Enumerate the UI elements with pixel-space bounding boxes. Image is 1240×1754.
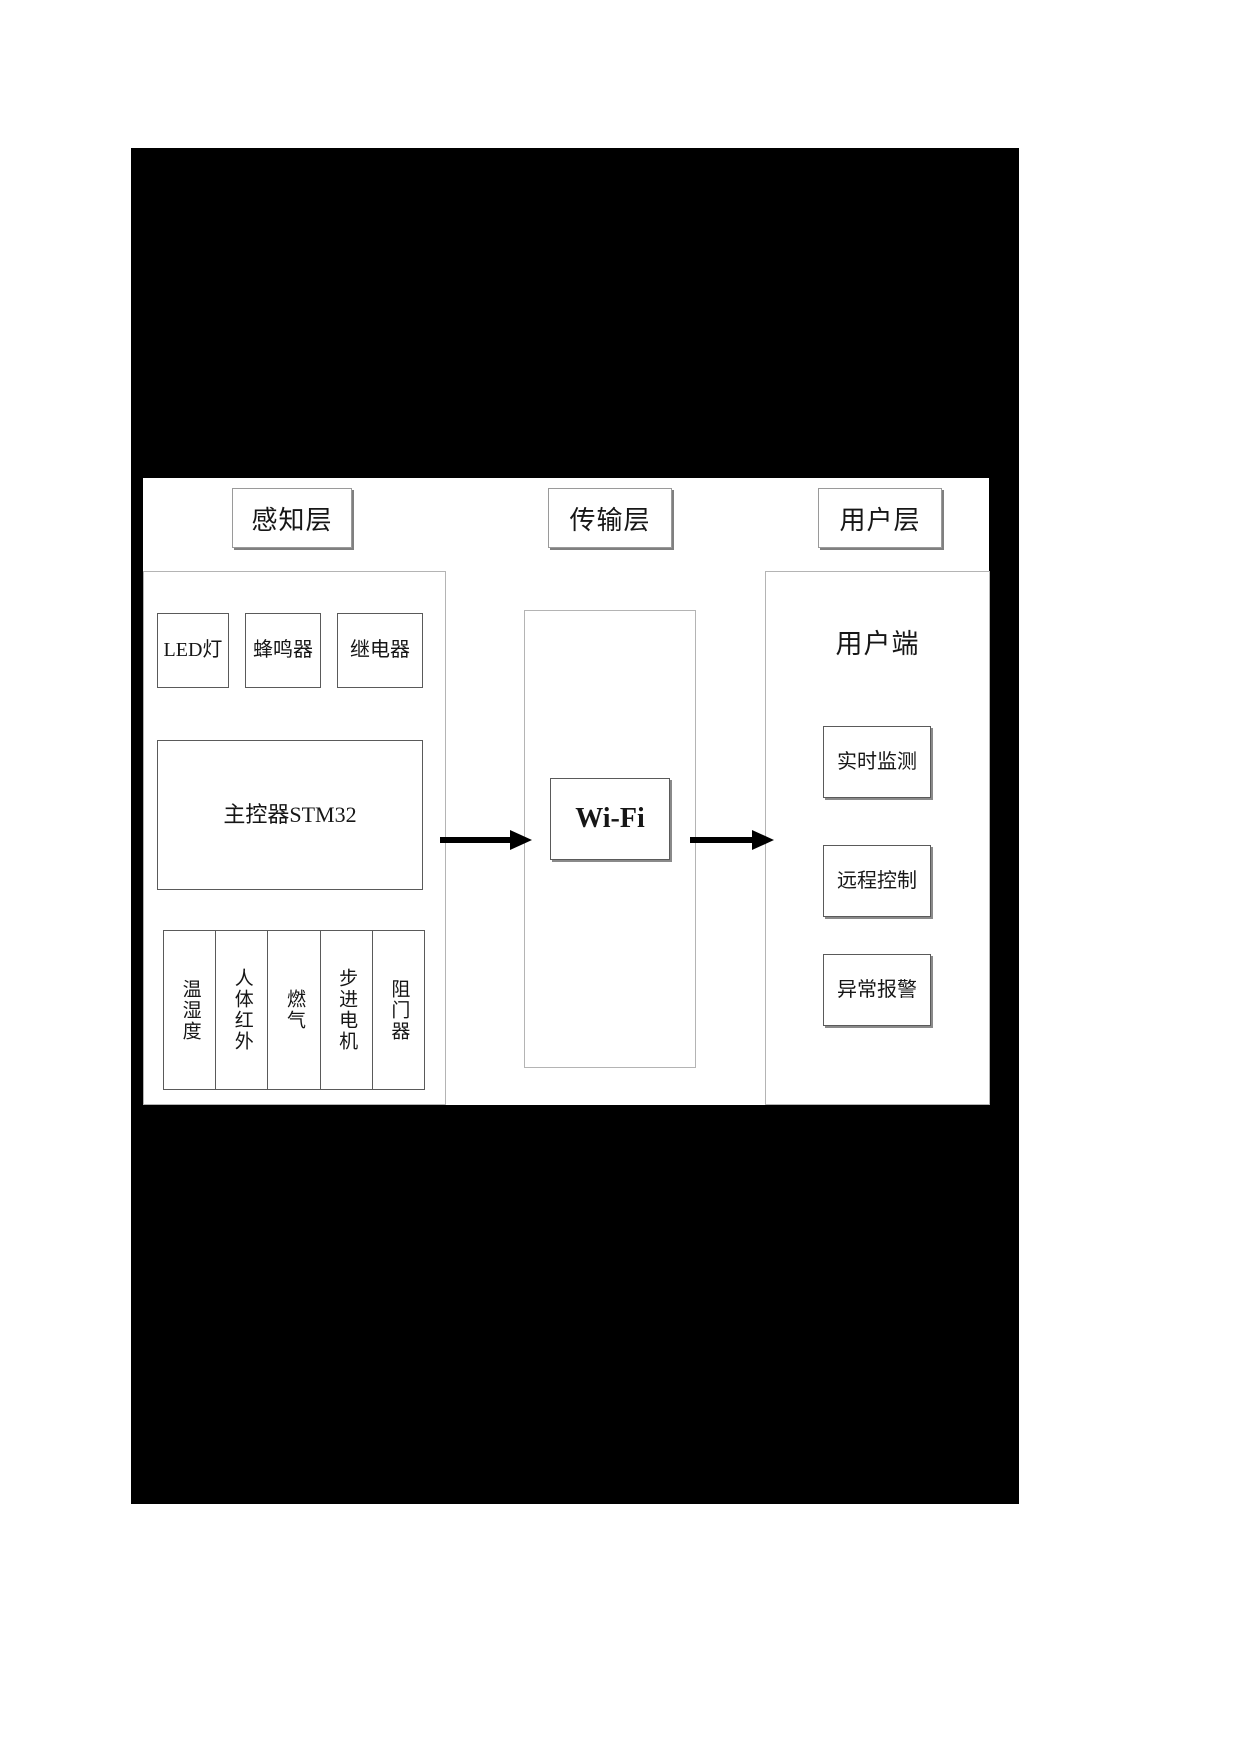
node-buzzer: 蜂鸣器 (245, 613, 321, 688)
layer-title-perception-label: 感知层 (251, 505, 333, 535)
node-wifi-module-label: Wi-Fi (575, 802, 645, 834)
sensor-cell-stepper-motor: 步进电机 (321, 931, 373, 1089)
layer-title-perception: 感知层 (232, 488, 352, 548)
node-main-controller-stm32: 主控器STM32 (157, 740, 423, 890)
arrow-perception-to-transmission (440, 830, 532, 850)
user-client-title: 用户端 (765, 622, 990, 661)
sensor-cell-pir-infrared: 人体红外 (216, 931, 269, 1089)
node-remote-control: 远程控制 (823, 845, 931, 917)
sensor-door-blocker-label: 阻门器 (388, 978, 410, 1042)
layer-title-transmission: 传输层 (548, 488, 672, 548)
node-led-light: LED灯 (157, 613, 229, 688)
arrow-transmission-to-user (690, 830, 774, 850)
sensor-temperature-humidity-label: 温湿度 (179, 978, 201, 1042)
sensor-stepper-motor-label: 步进电机 (336, 968, 358, 1052)
user-client-title-label: 用户端 (835, 629, 920, 659)
node-led-light-label: LED灯 (163, 639, 223, 661)
node-wifi-module: Wi-Fi (550, 778, 670, 860)
layer-title-user: 用户层 (818, 488, 942, 548)
node-realtime-monitoring-label: 实时监测 (837, 750, 917, 773)
sensor-pir-infrared-label: 人体红外 (231, 968, 253, 1052)
sensor-cell-temperature-humidity: 温湿度 (164, 931, 217, 1089)
node-abnormal-alarm: 异常报警 (823, 954, 931, 1026)
sensor-gas-label: 燃气 (283, 989, 305, 1031)
node-relay-label: 继电器 (350, 639, 410, 661)
sensor-strip: 温湿度 人体红外 燃气 步进电机 阻门器 (163, 930, 425, 1090)
node-remote-control-label: 远程控制 (837, 869, 917, 892)
node-abnormal-alarm-label: 异常报警 (837, 978, 917, 1001)
node-main-controller-stm32-label: 主控器STM32 (223, 802, 357, 828)
node-relay: 继电器 (337, 613, 423, 688)
layer-title-user-label: 用户层 (839, 505, 921, 535)
sensor-cell-gas: 燃气 (268, 931, 321, 1089)
sensor-cell-door-blocker: 阻门器 (373, 931, 424, 1089)
node-realtime-monitoring: 实时监测 (823, 726, 931, 798)
layer-title-transmission-label: 传输层 (569, 505, 651, 535)
node-buzzer-label: 蜂鸣器 (253, 639, 313, 661)
